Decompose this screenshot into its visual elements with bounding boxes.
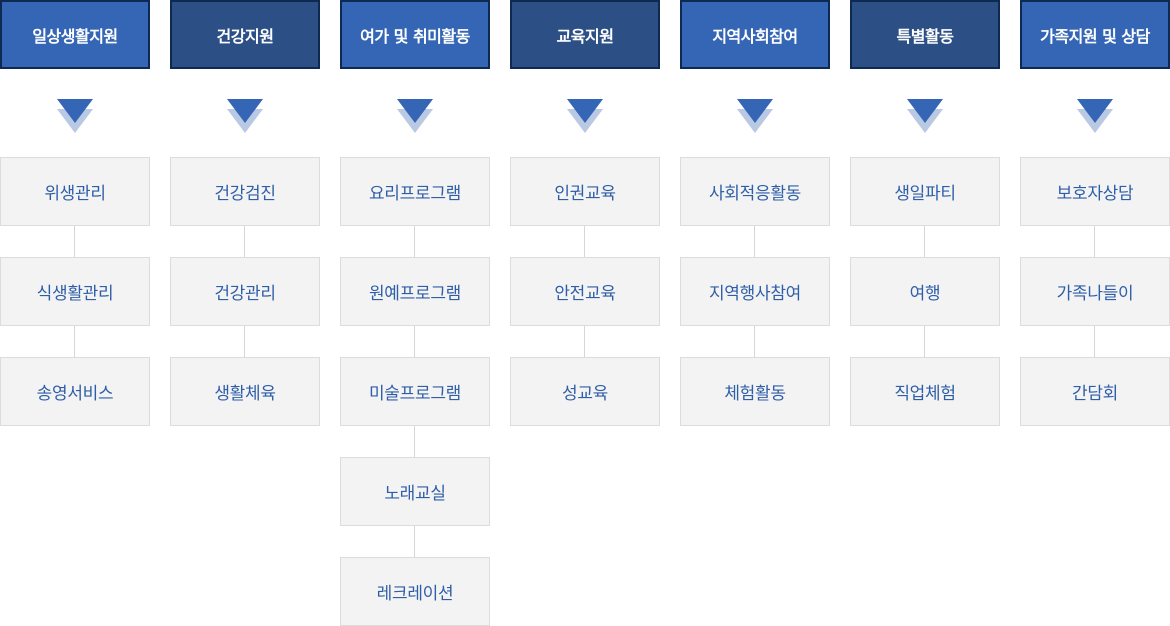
category-header[interactable]: 가족지원 및 상담 — [1020, 0, 1170, 69]
program-item[interactable]: 요리프로그램 — [340, 157, 490, 226]
connector-line — [584, 226, 585, 257]
connector-line — [414, 226, 415, 257]
down-arrow-icon — [1077, 99, 1113, 133]
category-header[interactable]: 건강지원 — [170, 0, 320, 69]
program-item[interactable]: 송영서비스 — [0, 357, 150, 426]
connector-line — [924, 226, 925, 257]
connector-line — [754, 326, 755, 357]
down-arrow-icon — [57, 99, 93, 133]
program-item[interactable]: 건강관리 — [170, 257, 320, 326]
category-header[interactable]: 특별활동 — [850, 0, 1000, 69]
category-header[interactable]: 일상생활지원 — [0, 0, 150, 69]
connector-line — [414, 526, 415, 557]
connector-line — [74, 326, 75, 357]
connector-line — [74, 226, 75, 257]
down-arrow-icon — [737, 99, 773, 133]
connector-line — [244, 326, 245, 357]
connector-line — [414, 426, 415, 457]
program-item[interactable]: 보호자상담 — [1020, 157, 1170, 226]
connector-line — [1094, 226, 1095, 257]
program-item[interactable]: 노래교실 — [340, 457, 490, 526]
program-item[interactable]: 미술프로그램 — [340, 357, 490, 426]
category-header[interactable]: 지역사회참여 — [680, 0, 830, 69]
down-arrow-icon — [567, 99, 603, 133]
program-item[interactable]: 체험활동 — [680, 357, 830, 426]
program-item[interactable]: 레크레이션 — [340, 557, 490, 626]
program-item[interactable]: 원예프로그램 — [340, 257, 490, 326]
category-header[interactable]: 교육지원 — [510, 0, 660, 69]
program-item[interactable]: 위생관리 — [0, 157, 150, 226]
category-header[interactable]: 여가 및 취미활동 — [340, 0, 490, 69]
down-arrow-icon — [907, 99, 943, 133]
down-arrow-icon — [397, 99, 433, 133]
connector-line — [754, 226, 755, 257]
program-item[interactable]: 성교육 — [510, 357, 660, 426]
program-item[interactable]: 지역행사참여 — [680, 257, 830, 326]
connector-line — [924, 326, 925, 357]
down-arrow-icon — [227, 99, 263, 133]
connector-line — [244, 226, 245, 257]
program-item[interactable]: 식생활관리 — [0, 257, 150, 326]
program-item[interactable]: 사회적응활동 — [680, 157, 830, 226]
program-item[interactable]: 직업체험 — [850, 357, 1000, 426]
program-item[interactable]: 간담회 — [1020, 357, 1170, 426]
program-item[interactable]: 가족나들이 — [1020, 257, 1170, 326]
connector-line — [1094, 326, 1095, 357]
program-item[interactable]: 인권교육 — [510, 157, 660, 226]
program-item[interactable]: 안전교육 — [510, 257, 660, 326]
program-item[interactable]: 생활체육 — [170, 357, 320, 426]
program-item[interactable]: 건강검진 — [170, 157, 320, 226]
connector-line — [414, 326, 415, 357]
connector-line — [584, 326, 585, 357]
program-item[interactable]: 여행 — [850, 257, 1000, 326]
program-item[interactable]: 생일파티 — [850, 157, 1000, 226]
